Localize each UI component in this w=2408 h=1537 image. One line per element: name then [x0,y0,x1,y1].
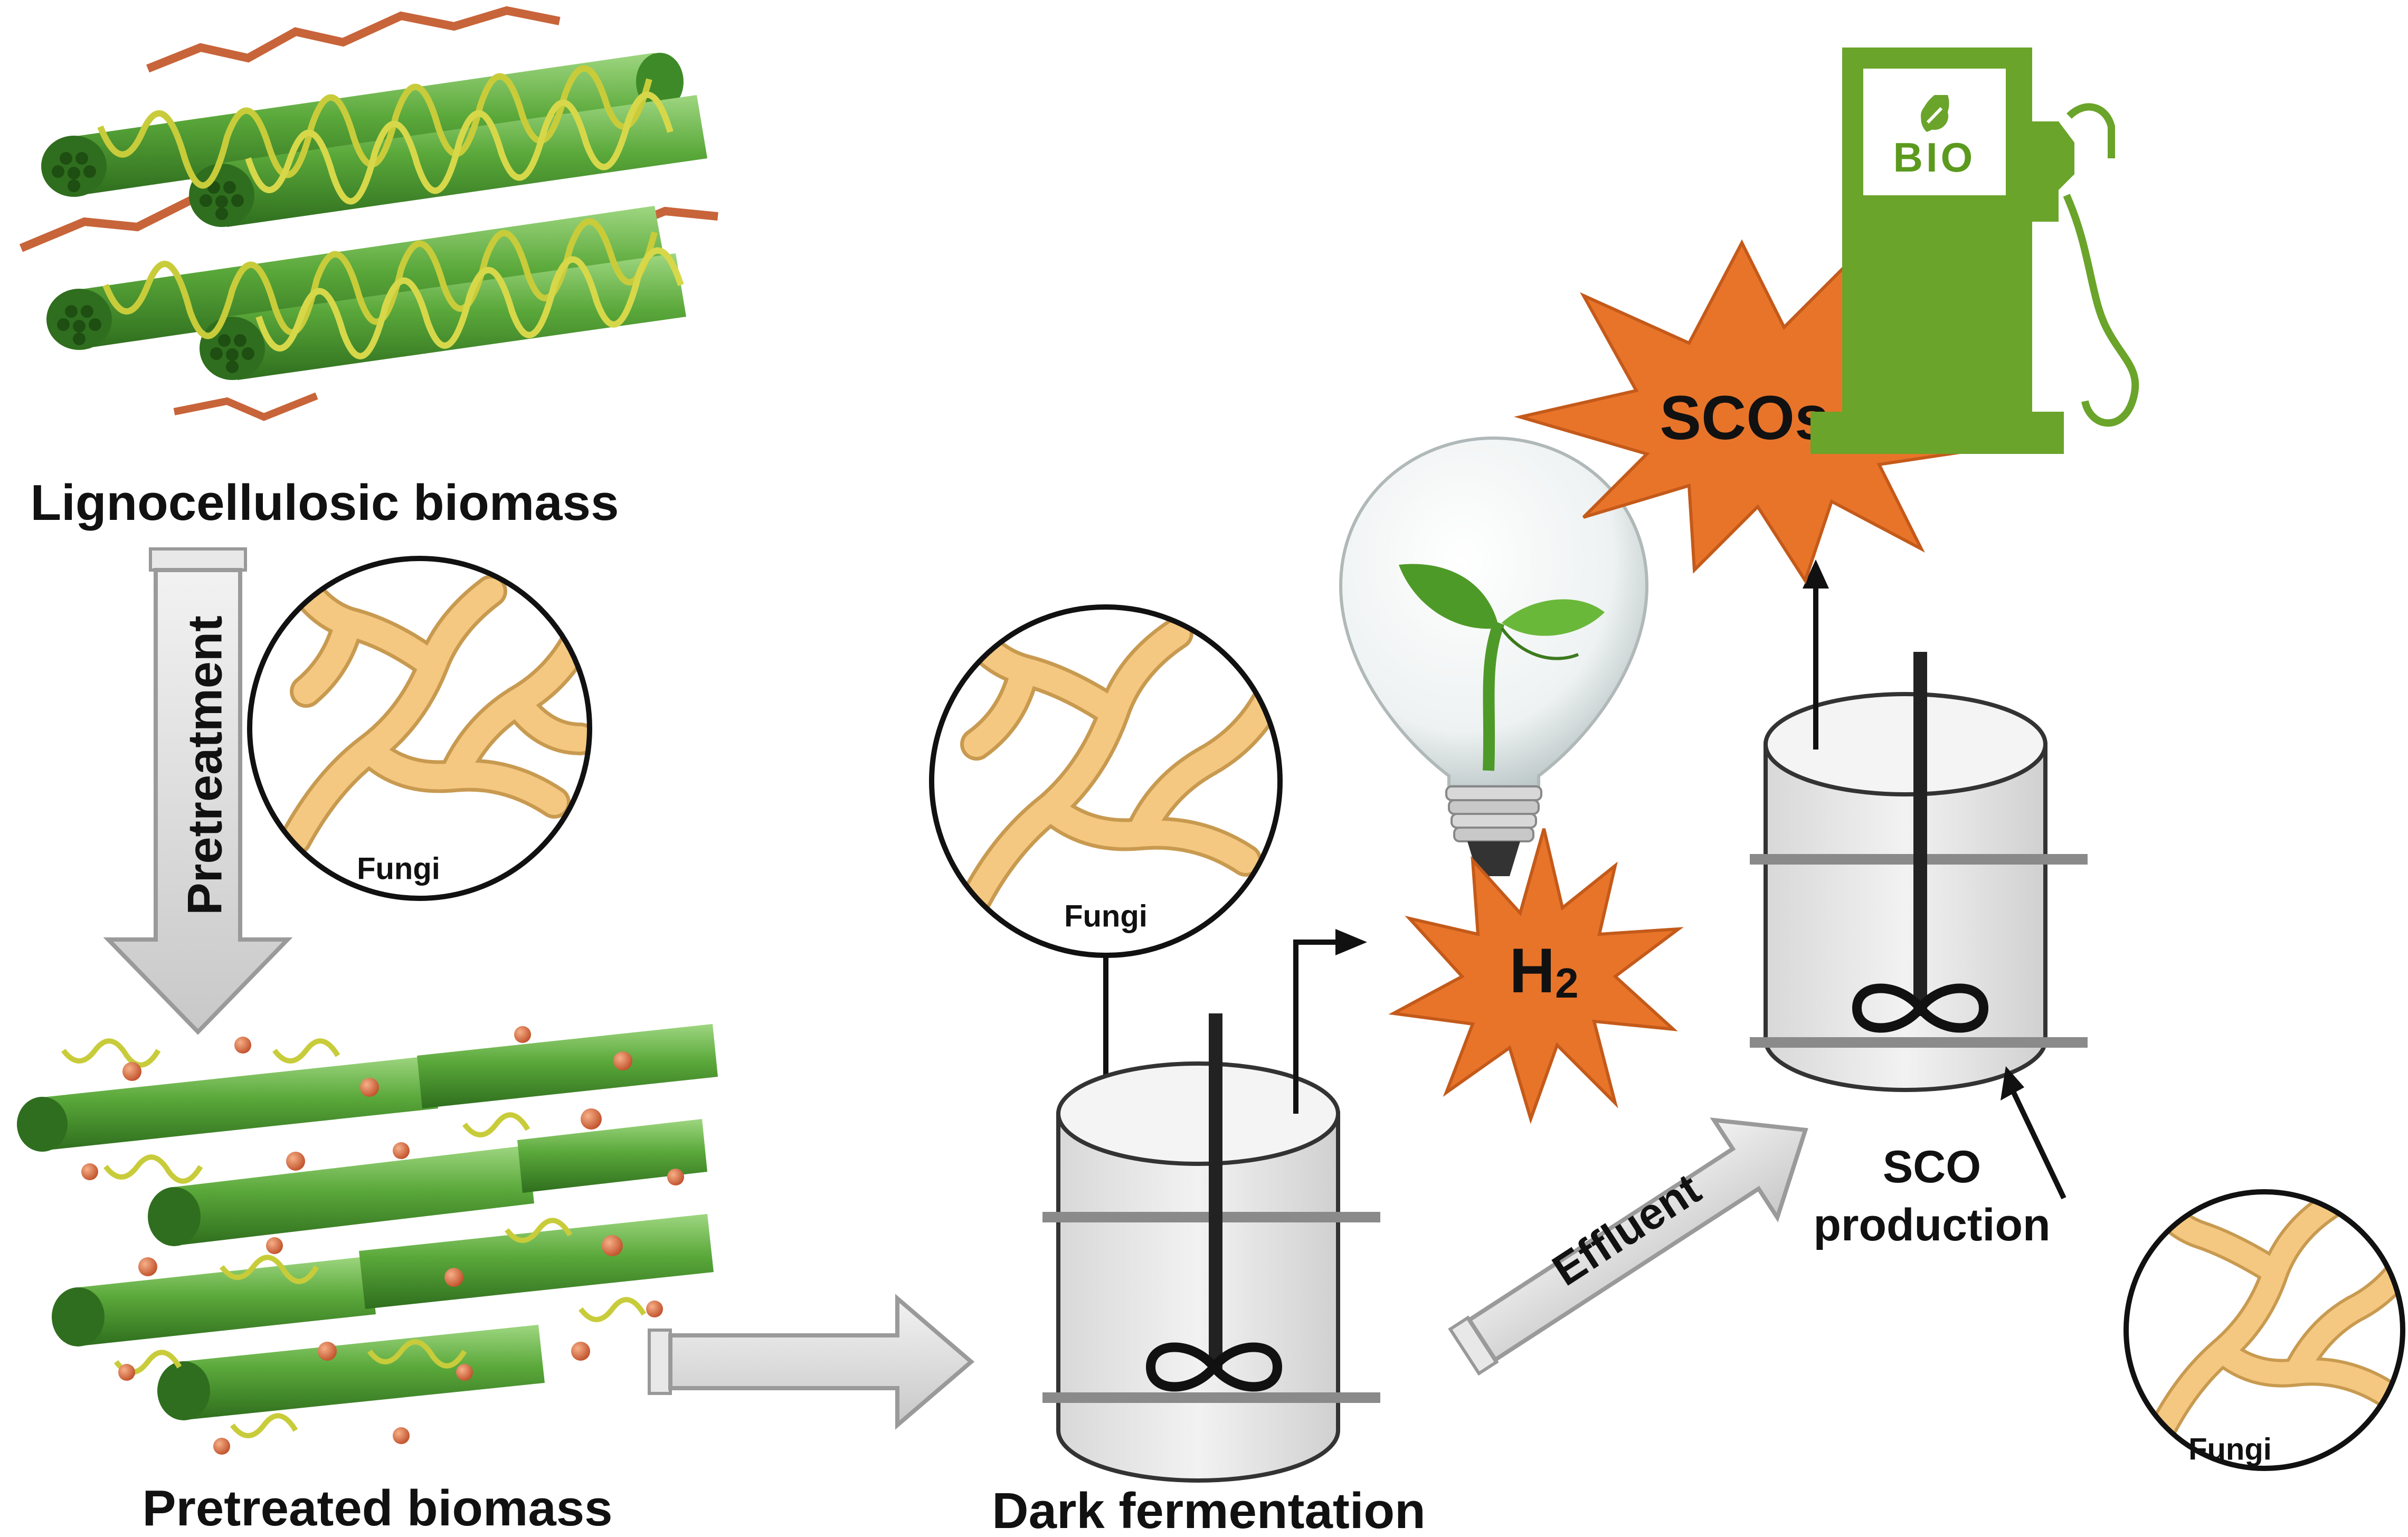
hydrogen-label: H2 [1509,935,1578,1007]
pump-sign-label: BIO [1893,134,1976,181]
fungi-circle-pretreatment [247,556,592,901]
hydrogen-outlet-arrow [1293,929,1367,1114]
fungi-label-3: Fungi [2188,1432,2272,1466]
fungal-hyphae-icon [950,607,1280,924]
plant-light-bulb-icon [1339,436,1649,876]
effluent-arrow [1448,1117,1808,1376]
lignocellulosic-biomass-label: Lignocellulosic biomass [31,475,619,531]
scos-label: SCOs [1660,383,1829,453]
dark-fermentation-reactor [1042,1013,1380,1483]
hydrogen-burst-icon [1388,828,1684,1124]
sco-production-label-line1: SCO [1883,1142,1981,1192]
fungi-label-1: Fungi [357,851,440,886]
leaf-icon [1921,95,1949,132]
lignocellulosic-fiber-icon [19,6,718,421]
pretreated-fiber-icon [17,1024,718,1455]
pretreatment-arrow [103,547,293,1035]
flow-arrow-to-fermentation [648,1294,975,1430]
fungi-inoculum-arrow-sco [2001,1066,2066,1200]
fungi-circle-fermentation [929,604,1283,958]
dark-fermentation-label: Dark fermentation [992,1483,1426,1534]
pretreated-biomass-label: Pretreated biomass [142,1480,612,1534]
biofuel-pump-icon [1810,48,2139,454]
sco-outlet-arrow [1803,559,1829,749]
pretreatment-label: Pretreatment [178,615,232,915]
sco-production-label-line2: production [1813,1200,2050,1250]
fungi-circle-sco [2123,1189,2405,1471]
sco-production-reactor [1750,652,2088,1092]
fungi-label-2: Fungi [1064,899,1148,933]
